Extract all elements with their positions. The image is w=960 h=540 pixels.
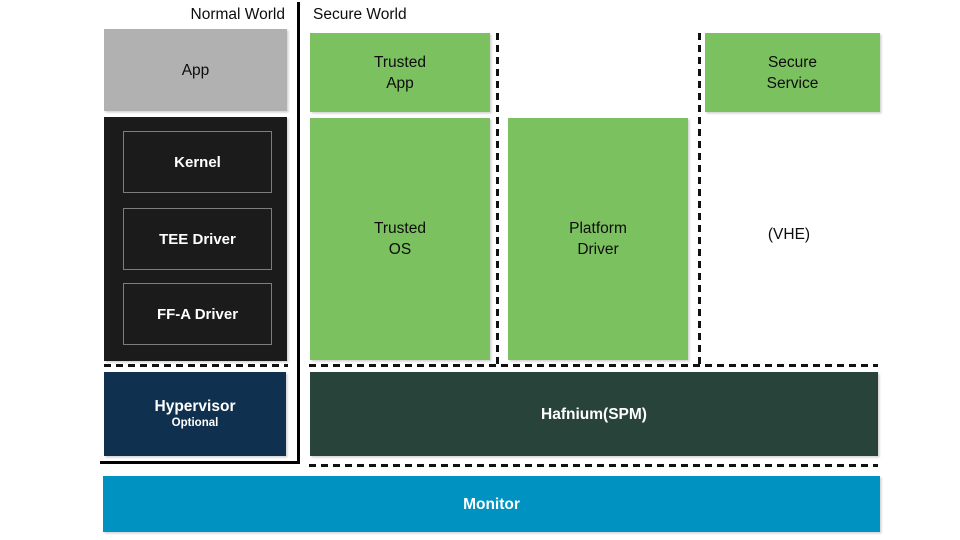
monitor-box: Monitor [103, 476, 880, 532]
tee-driver-box: TEE Driver [123, 208, 272, 270]
hypervisor-box: Hypervisor Optional [104, 372, 286, 456]
hafnium-spm-box: Hafnium(SPM) [310, 372, 878, 456]
dashed-divider-platform-vhe [698, 33, 701, 366]
vhe-label: (VHE) [767, 226, 811, 243]
hypervisor-title: Hypervisor [154, 398, 236, 415]
dashed-separator-spm-top [309, 364, 878, 367]
normal-world-bottom-border [100, 461, 300, 464]
trusted-app-box: Trusted App [310, 33, 490, 112]
secure-service-box: Secure Service [705, 33, 880, 112]
world-divider-line [297, 2, 300, 463]
dashed-separator-normal-el2 [104, 364, 288, 367]
kernel-stack-box: Kernel TEE Driver FF-A Driver [104, 117, 287, 361]
dashed-separator-spm-bottom [309, 464, 878, 467]
kernel-box: Kernel [123, 131, 272, 193]
trusted-os-box: Trusted OS [310, 118, 490, 360]
secure-world-label: Secure World [313, 6, 407, 23]
ffa-driver-box: FF-A Driver [123, 283, 272, 345]
platform-driver-box: Platform Driver [508, 118, 688, 360]
hypervisor-subtitle: Optional [171, 417, 219, 429]
dashed-divider-trustedos-platform [496, 33, 499, 366]
app-box: App [104, 29, 287, 111]
normal-world-label: Normal World [190, 6, 285, 23]
